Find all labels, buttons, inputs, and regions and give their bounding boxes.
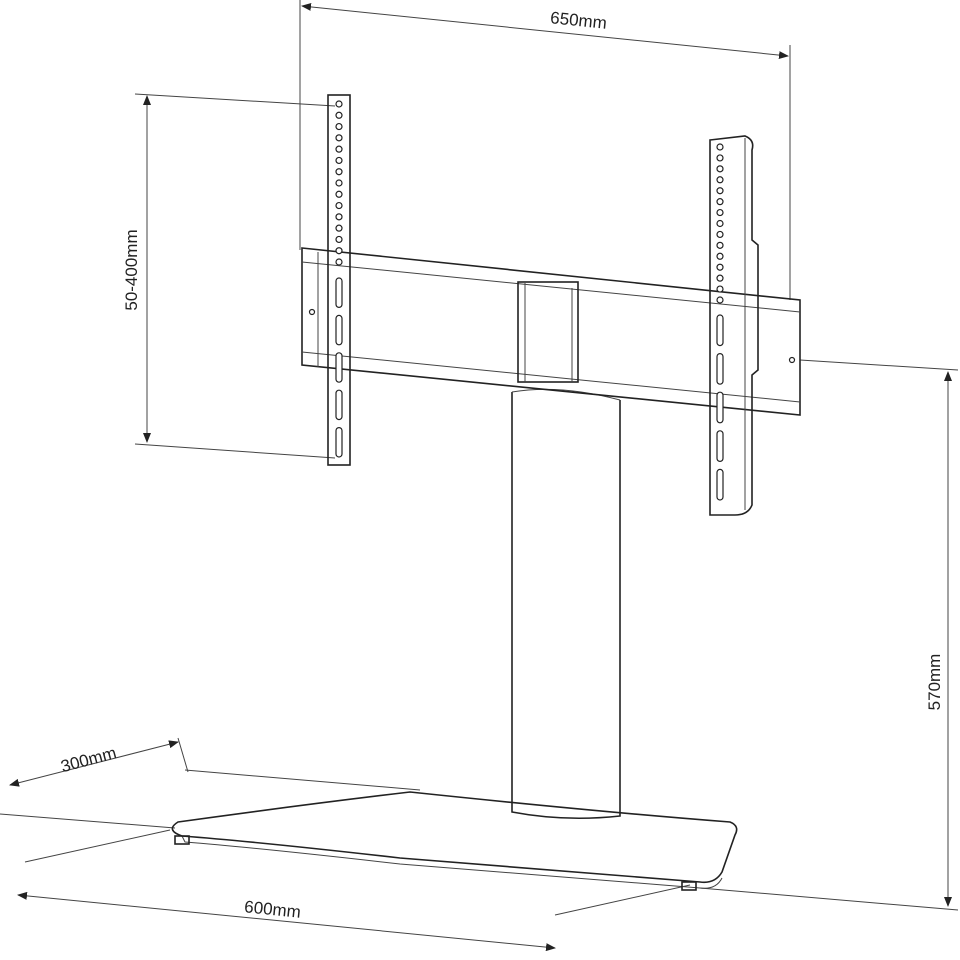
mounting-hole bbox=[335, 190, 343, 198]
dimension-depth: 300mm bbox=[0, 737, 421, 829]
stand-column bbox=[511, 388, 621, 820]
mounting-hole bbox=[335, 213, 343, 221]
mounting-slot bbox=[335, 314, 343, 346]
mounting-hole bbox=[335, 156, 343, 165]
mounting-hole bbox=[716, 252, 724, 260]
depth-label: 300mm bbox=[59, 743, 119, 776]
mounting-hole bbox=[335, 224, 343, 232]
mounting-slot bbox=[335, 427, 343, 458]
mounting-hole bbox=[716, 187, 724, 195]
mounting-slot bbox=[716, 430, 724, 462]
mounting-slot bbox=[716, 314, 724, 347]
mounting-rail bbox=[301, 247, 801, 416]
mounting-hole bbox=[716, 230, 724, 239]
mounting-hole bbox=[716, 219, 724, 228]
mounting-hole bbox=[335, 258, 343, 266]
height-label: 570mm bbox=[925, 654, 944, 711]
mounting-hole bbox=[335, 235, 343, 244]
mounting-slot bbox=[335, 389, 343, 421]
mounting-hole bbox=[716, 176, 724, 184]
mounting-slot bbox=[335, 277, 343, 308]
mounting-slot bbox=[716, 391, 724, 424]
mounting-hole bbox=[716, 296, 724, 304]
mounting-hole bbox=[335, 145, 343, 153]
mounting-hole bbox=[716, 263, 724, 271]
stand-base bbox=[171, 791, 738, 891]
mounting-hole bbox=[716, 285, 724, 293]
dimension-base-width: 600mm bbox=[17, 829, 691, 952]
mounting-hole bbox=[716, 198, 724, 206]
width-label: 650mm bbox=[549, 8, 607, 33]
mounting-hole bbox=[716, 208, 724, 217]
mounting-hole bbox=[335, 100, 343, 108]
mounting-hole bbox=[335, 247, 343, 255]
mounting-slot bbox=[716, 353, 724, 385]
dimension-vesa: 50-400mm bbox=[122, 93, 336, 459]
vesa-label: 50-400mm bbox=[122, 229, 141, 310]
dimension-height: 570mm bbox=[699, 359, 959, 911]
mounting-hole bbox=[335, 111, 343, 119]
mounting-hole bbox=[335, 168, 343, 176]
mounting-hole bbox=[716, 274, 724, 282]
mounting-hole bbox=[716, 165, 724, 173]
mounting-hole bbox=[335, 134, 343, 142]
mounting-hole bbox=[716, 143, 724, 151]
mounting-slot bbox=[335, 352, 343, 383]
mounting-hole bbox=[716, 154, 724, 162]
mounting-hole bbox=[335, 201, 343, 210]
right-vesa-strip bbox=[709, 135, 759, 516]
mounting-hole bbox=[716, 241, 724, 249]
mounting-hole bbox=[335, 122, 343, 131]
mounting-hole bbox=[335, 179, 343, 187]
left-vesa-strip bbox=[327, 94, 351, 466]
mounting-slot bbox=[716, 468, 724, 501]
